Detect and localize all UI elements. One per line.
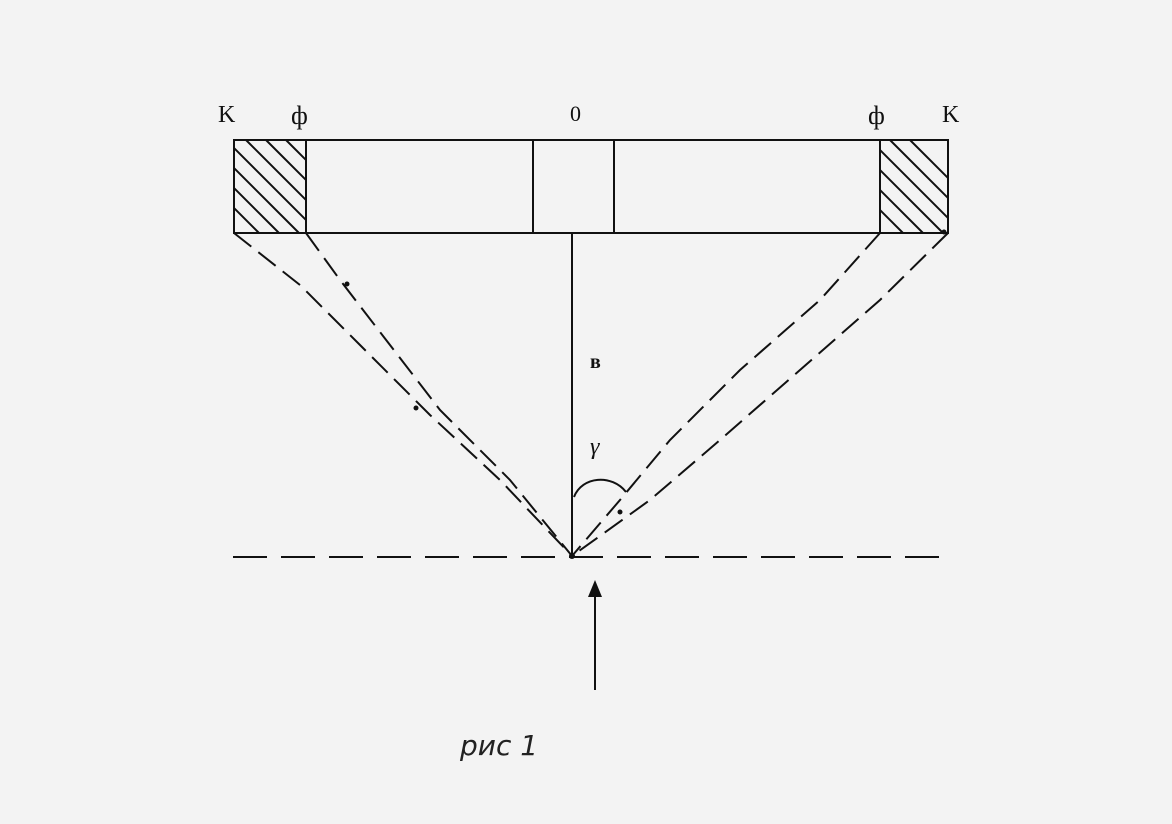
label-axis-v: в	[590, 351, 601, 373]
point-right-upper	[941, 229, 947, 235]
angle-arc	[573, 478, 627, 498]
ray-left	[233, 232, 573, 557]
ray-right	[571, 232, 949, 557]
hatched-block-left	[234, 140, 306, 233]
hatched-block-right	[880, 140, 948, 233]
point-left-upper	[344, 281, 350, 287]
label-phi-left: ф	[291, 101, 308, 130]
label-phi-right: ф	[868, 101, 885, 130]
incident-arrow-head	[588, 580, 602, 597]
sample-bar	[233, 139, 949, 234]
label-k-left: K	[218, 102, 236, 128]
label-angle-gamma: γ	[590, 434, 600, 460]
point-left-lower	[413, 405, 419, 411]
label-k-right: K	[942, 102, 960, 128]
label-zero: 0	[570, 101, 581, 126]
figure-caption: рис 1	[459, 729, 538, 762]
point-right-lower	[617, 509, 623, 515]
